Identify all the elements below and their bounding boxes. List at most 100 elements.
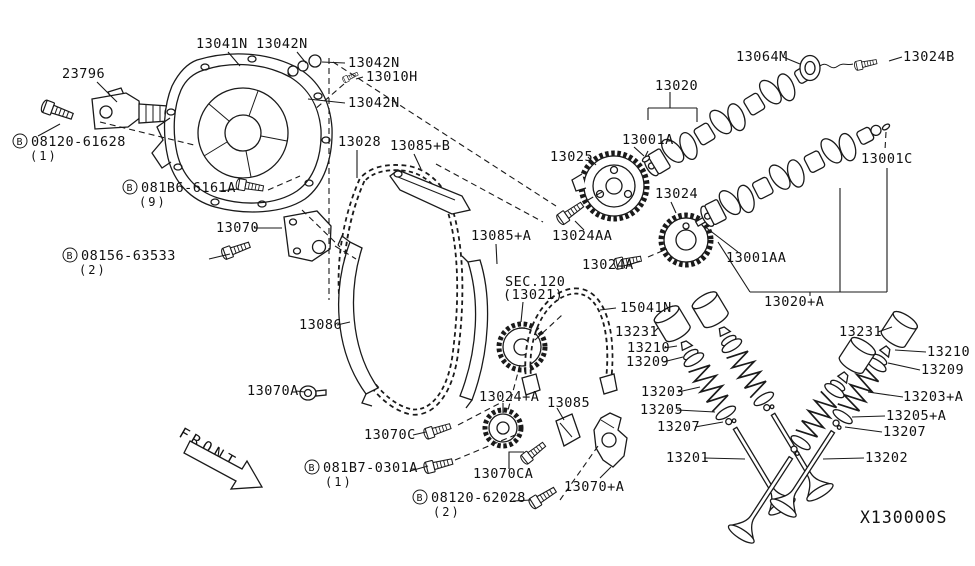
part-label-13210-L: 13210 — [627, 340, 670, 356]
part-label-13207-R: 13207 — [883, 424, 926, 440]
cam-sprocket-13024-drawing — [658, 212, 714, 268]
assembly-dash-lines — [99, 58, 887, 501]
bolt-labels: B 08120-61628 (1) B 081B6-6161A (9) B 08… — [12, 133, 526, 519]
part-label-13207-L: 13207 — [657, 419, 700, 435]
svg-text:(2): (2) — [433, 505, 461, 519]
part-label-13085A: 13085+A — [471, 228, 531, 244]
part-label-13203: 13203 — [641, 384, 684, 400]
balancer-chain-15041N-drawing — [521, 287, 618, 396]
tensioner-13070pA-drawing — [593, 412, 628, 468]
cam-sensor-23796-drawing — [91, 87, 174, 130]
part-label-13020: 13020 — [655, 78, 698, 94]
sec-ref-line1: SEC.120 — [505, 274, 565, 290]
vtc-sprocket-13025-drawing — [571, 150, 650, 222]
bolt-13070C-drawing — [422, 420, 453, 441]
bolt-081B7-0301A-drawing — [422, 455, 455, 475]
front-arrow-icon — [183, 440, 264, 490]
svg-text:(1): (1) — [325, 475, 353, 489]
sec-ref-line2: (13021) — [503, 287, 563, 303]
part-label-13064M: 13064M — [736, 49, 788, 65]
bolt-13024AA-drawing — [554, 199, 587, 227]
circled-b-icon — [12, 133, 28, 149]
svg-text:B: B — [67, 251, 73, 262]
svg-text:(1): (1) — [30, 149, 58, 163]
part-label-13025: 13025 — [550, 149, 593, 165]
part-label-13205A: 13205+A — [886, 408, 946, 424]
leader-lines — [37, 51, 927, 502]
part-label-13085B: 13085+B — [390, 138, 450, 154]
part-label-13231-R: 13231 — [839, 324, 882, 340]
svg-text:(9): (9) — [139, 195, 167, 209]
dowel-pin-13001A-drawing — [641, 155, 651, 163]
bolt-13070CA-drawing — [518, 439, 549, 466]
chain-guide-13085A-drawing — [459, 255, 489, 409]
bolt-08120-62028-drawing — [526, 484, 559, 511]
svg-text:B: B — [17, 137, 23, 148]
front-cover-13041N-drawing — [151, 53, 333, 213]
pivot-bolt-13070A-drawing — [299, 385, 327, 401]
svg-text:B: B — [309, 463, 315, 474]
part-label-15041N: 15041N — [620, 300, 672, 316]
bolt-13024B-drawing — [853, 56, 878, 72]
diagram-code: X130000S — [860, 508, 947, 527]
part-labels: 23796 13041N 13042N 13042N 13010H 13042N… — [62, 36, 970, 495]
part-label-13041N: 13041N — [196, 36, 248, 52]
bolt-label-081B7-0301A: B 081B7-0301A (1) — [304, 459, 418, 489]
circled-b-icon — [62, 247, 78, 263]
part-label-13205: 13205 — [640, 402, 683, 418]
svg-text:B: B — [417, 493, 423, 504]
part-label-13085: 13085 — [547, 395, 590, 411]
dowel-pin-13001C-drawing — [881, 123, 891, 131]
part-label-13209-L: 13209 — [626, 354, 669, 370]
part-label-13010H: 13010H — [366, 69, 418, 85]
part-label-13070A: 13070A — [247, 383, 299, 399]
crank-sprocket-13021-drawing — [496, 321, 548, 373]
part-label-13020A: 13020+A — [764, 294, 824, 310]
part-label-13070: 13070 — [216, 220, 259, 236]
part-label-13070C: 13070C — [364, 427, 416, 443]
part-label-13001AA: 13001AA — [726, 250, 786, 266]
svg-text:081B7-0301A: 081B7-0301A — [323, 460, 418, 476]
circled-b-icon — [304, 459, 320, 475]
cam-retainer-13064M-drawing — [799, 54, 854, 82]
svg-text:081B6-6161A: 081B6-6161A — [141, 180, 236, 196]
svg-text:08156-63533: 08156-63533 — [81, 248, 176, 264]
part-label-13042N-3: 13042N — [348, 95, 400, 111]
part-label-13203A: 13203+A — [903, 389, 963, 405]
svg-text:B: B — [127, 183, 133, 194]
part-label-13024A: 13024A — [582, 257, 634, 273]
bolt-label-08120-61628: B 08120-61628 (1) — [12, 133, 126, 163]
part-label-13201: 13201 — [666, 450, 709, 466]
chain-tensioner-13070-drawing — [283, 210, 332, 262]
sprocket-13024pA-drawing — [482, 407, 524, 449]
part-label-13042N-1: 13042N — [256, 36, 308, 52]
part-label-13070CA: 13070CA — [473, 466, 533, 482]
part-label-13028: 13028 — [338, 134, 381, 150]
part-label-13042N-2: 13042N — [348, 55, 400, 71]
part-label-13024AA: 13024AA — [552, 228, 612, 244]
part-label-13070pA: 13070+A — [564, 479, 624, 495]
svg-text:08120-61628: 08120-61628 — [31, 134, 126, 150]
bolt-label-08156-63533: B 08156-63533 (2) — [62, 247, 176, 277]
camshaft-13020A-drawing — [700, 124, 882, 227]
chain-guide-13086-drawing — [337, 234, 379, 407]
part-label-13024pA: 13024+A — [479, 389, 539, 405]
part-label-13209-R: 13209 — [921, 362, 964, 378]
part-label-13231-L: 13231 — [615, 324, 658, 340]
chain-guide-13085-drawing — [555, 413, 581, 447]
bolt-label-081B6-6161A: B 081B6-6161A (9) — [122, 179, 236, 209]
part-label-13086: 13086 — [299, 317, 342, 333]
part-label-13024: 13024 — [655, 186, 698, 202]
svg-text:08120-62028: 08120-62028 — [431, 490, 526, 506]
part-label-13024B: 13024B — [903, 49, 955, 65]
bolt-08120-61628-drawing — [39, 98, 76, 123]
part-label-13202: 13202 — [865, 450, 908, 466]
chain-guide-13085B-drawing — [389, 169, 472, 215]
circled-b-icon — [122, 179, 138, 195]
bolt-label-08120-62028: B 08120-62028 (2) — [412, 489, 526, 519]
svg-text:(2): (2) — [79, 263, 107, 277]
part-label-23796: 23796 — [62, 66, 105, 82]
circled-b-icon — [412, 489, 428, 505]
